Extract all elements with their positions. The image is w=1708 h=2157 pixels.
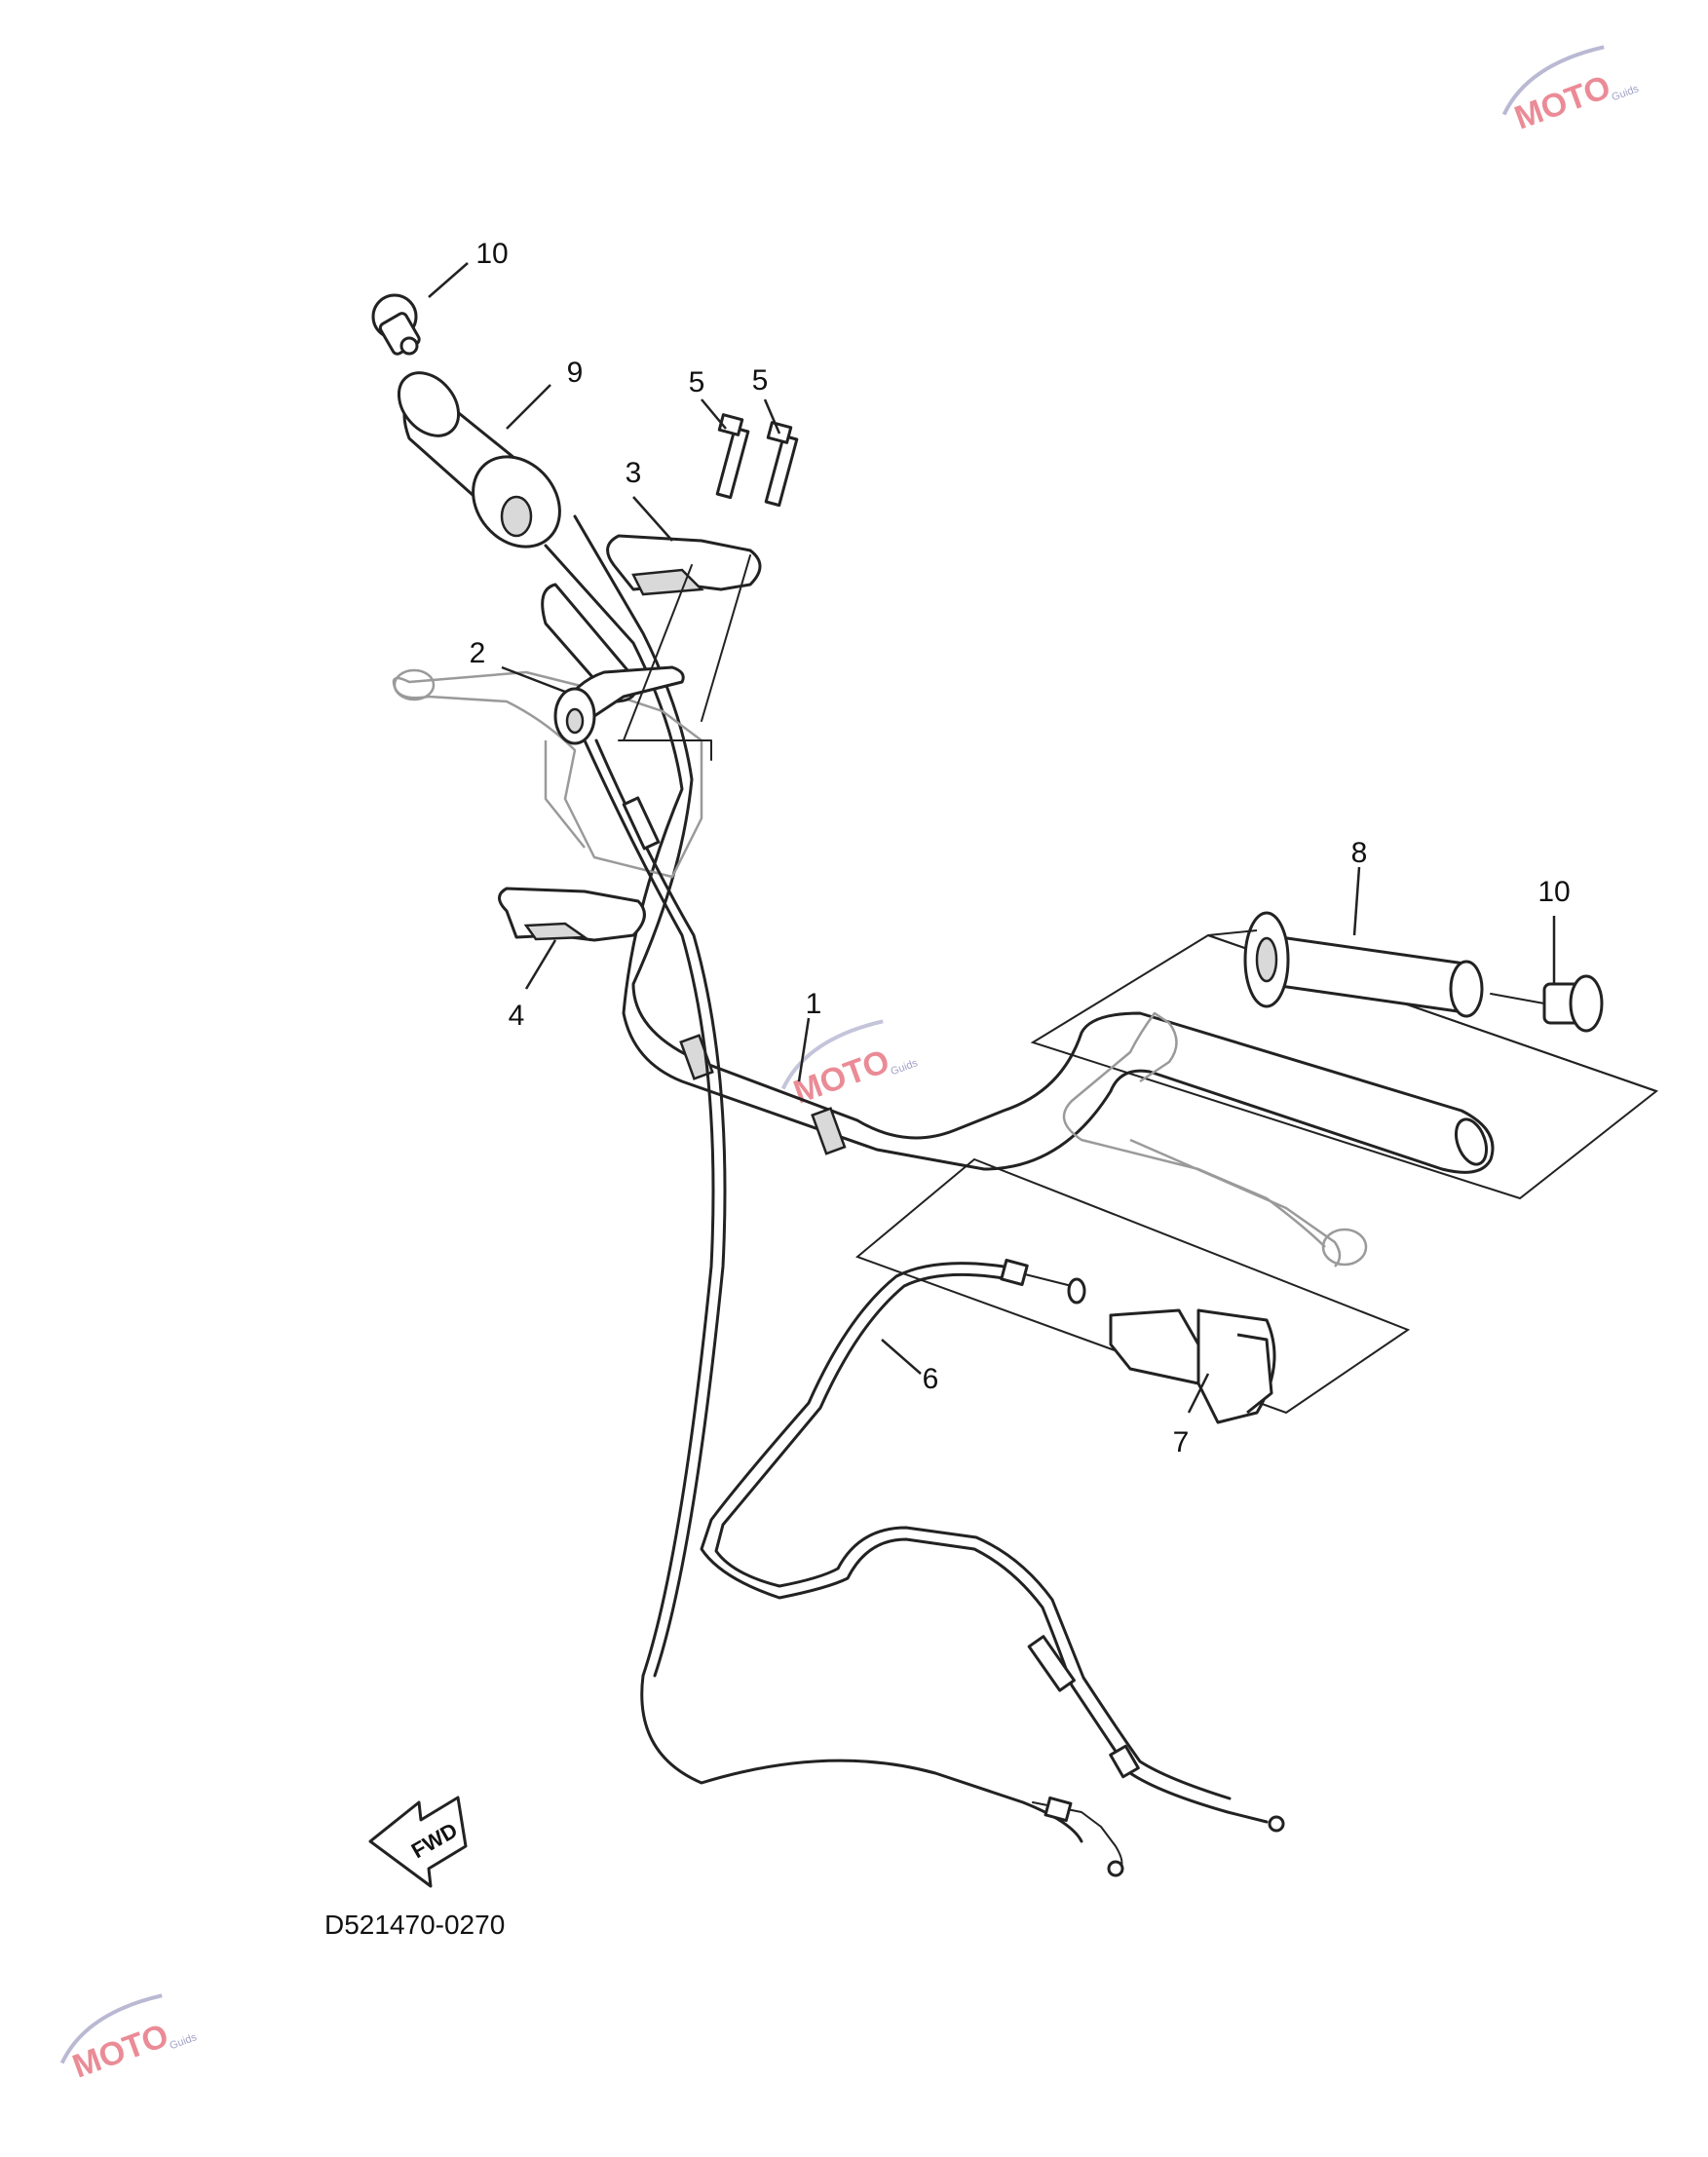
callout-5-a: 5 [689,366,705,398]
callout-2: 2 [470,637,486,669]
callout-10-right: 10 [1537,876,1570,908]
callout-7: 7 [1173,1426,1190,1458]
throttle-housing [553,665,685,745]
bolt-2 [764,421,799,508]
left-lever-ghost [392,668,703,879]
svg-text:Guids: Guids [890,1057,921,1078]
left-grip [397,371,637,703]
callout-5-b: 5 [752,364,769,397]
callouts: 10 9 5 5 3 2 4 1 6 7 8 10 [470,238,1571,1458]
left-bar-end [371,293,421,356]
right-grip [1243,911,1484,1018]
throttle-cable [583,738,1124,1877]
fwd-arrow: FWD [368,1796,468,1888]
handlebar [544,514,1495,1174]
right-lever-ghost [1062,1011,1368,1268]
svg-text:MOTO: MOTO [1510,68,1615,136]
upper-clamp [606,534,762,596]
watermark-logo-top: MOTO Guids [1501,45,1642,136]
callout-3: 3 [626,457,642,489]
right-bar-end [1490,974,1604,1033]
mount-lines [618,554,751,761]
leader-lines [428,262,1556,1414]
hot-start-cable [700,1262,1285,1833]
callout-8: 8 [1351,837,1368,869]
callout-10-left: 10 [475,238,508,270]
svg-text:MOTO: MOTO [68,2017,173,2085]
svg-text:Guids: Guids [169,2031,200,2052]
bolt-1 [715,413,750,500]
hot-start-lever [1000,1258,1276,1424]
grip-panel [1207,929,1258,936]
callout-4: 4 [509,1000,525,1032]
callout-9: 9 [567,357,584,389]
watermark-logo-bottom: MOTO Guids [59,1993,200,2085]
callout-6: 6 [923,1363,939,1395]
svg-text:Guids: Guids [1611,83,1642,103]
callout-1: 1 [806,988,822,1020]
diagram-code: D521470-0270 [324,1910,505,1940]
watermark-logo-center: MOTO Guids [780,1019,921,1111]
lower-clamp [498,887,646,942]
